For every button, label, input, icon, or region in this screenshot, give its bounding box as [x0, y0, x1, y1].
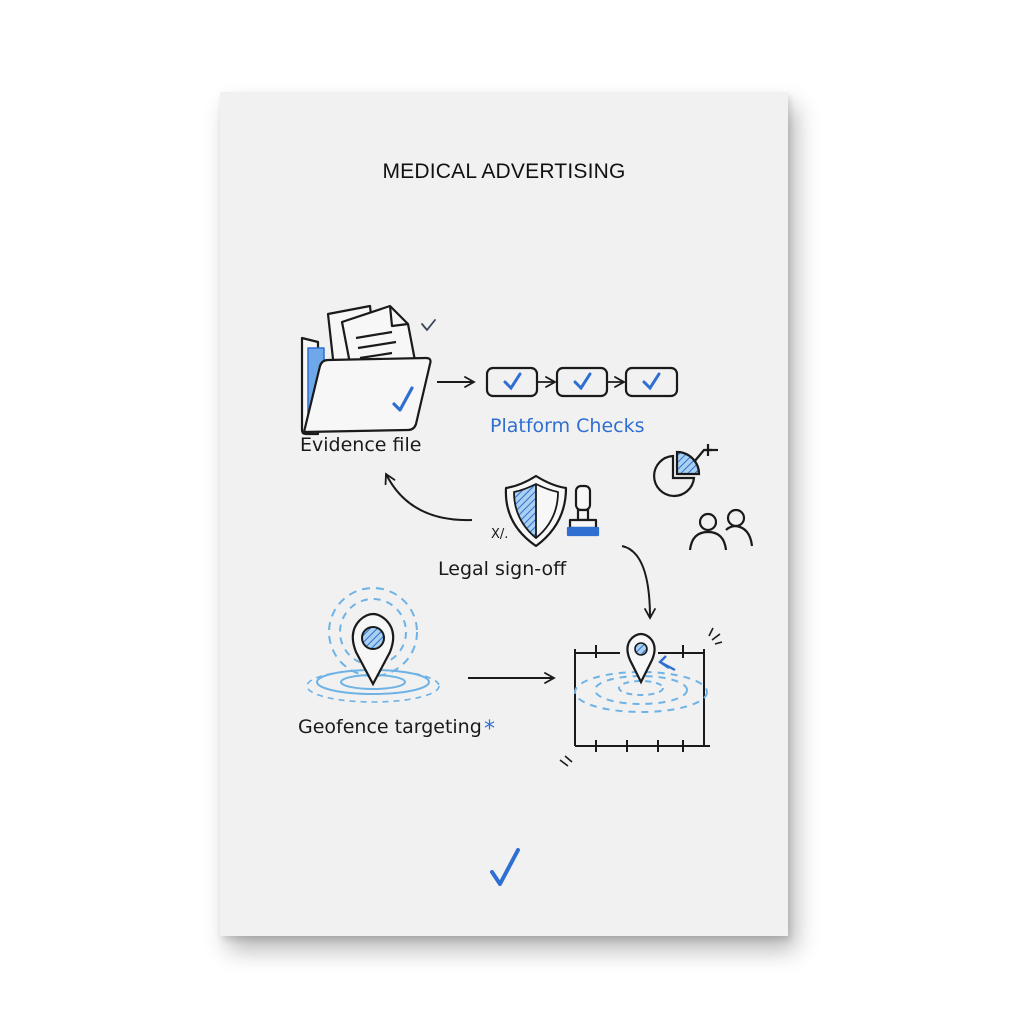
map-pin-area-icon: [559, 627, 723, 767]
final-checkmark-icon: [490, 848, 520, 886]
arrow-legal-to-map: [621, 545, 656, 620]
asterisk-annotation: *: [484, 717, 495, 742]
location-pin-radius-icon: [306, 587, 440, 703]
pie-chart-icon: [653, 444, 718, 498]
shield-and-stamp-icon: [504, 474, 600, 548]
geofence-targeting-label: Geofence targeting: [298, 716, 482, 738]
users-icon: [688, 508, 754, 551]
arrow-legal-to-evidence: [384, 472, 473, 522]
document-card: MEDICAL ADVERTISING: [220, 92, 788, 936]
evidence-file-label: Evidence file: [300, 434, 422, 456]
folder-with-documents-icon: [300, 304, 436, 436]
checkbox-chain-icon: [485, 366, 679, 398]
diagram-canvas: X/.: [300, 304, 754, 886]
signature-annotation: X/.: [491, 527, 508, 542]
page-title: MEDICAL ADVERTISING: [382, 160, 626, 183]
legal-sign-off-label: Legal sign-off: [438, 558, 567, 580]
platform-checks-label: Platform Checks: [490, 415, 645, 437]
